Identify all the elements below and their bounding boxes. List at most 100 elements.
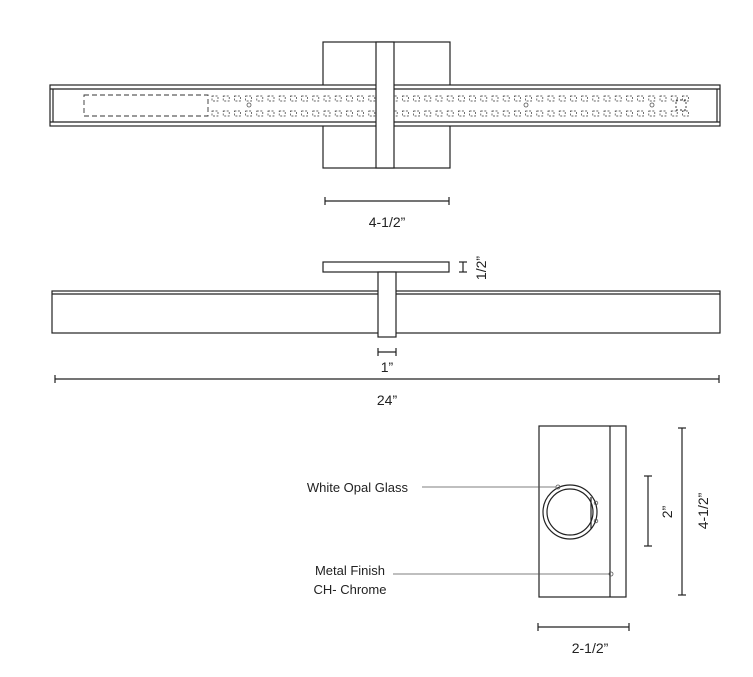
led-pad xyxy=(290,110,297,117)
led-pad xyxy=(558,95,566,102)
led-pad xyxy=(334,110,342,117)
led-pad xyxy=(502,110,510,117)
dim-label: 2-1/2” xyxy=(572,640,609,656)
led-pad xyxy=(558,110,566,117)
led-pad xyxy=(402,110,409,117)
led-array xyxy=(211,95,689,117)
dim-stem-width: 1” xyxy=(377,348,397,375)
dim-label: 1” xyxy=(381,359,394,375)
led-pad xyxy=(458,95,465,102)
led-pad xyxy=(346,110,353,117)
led-pad xyxy=(312,110,320,117)
mount-hole xyxy=(246,102,252,108)
led-pad xyxy=(301,95,308,102)
led-pad xyxy=(525,110,532,117)
led-pad xyxy=(648,95,656,102)
led-pad xyxy=(592,95,600,102)
led-pad xyxy=(547,110,555,117)
led-pad xyxy=(682,95,689,102)
led-pad xyxy=(256,95,264,102)
led-pad xyxy=(659,110,667,117)
side-view xyxy=(51,261,721,338)
stem-side xyxy=(377,271,397,338)
led-pad xyxy=(592,110,600,117)
led-pad xyxy=(323,95,331,102)
led-pad xyxy=(637,95,644,102)
led-pad xyxy=(245,110,252,117)
led-pad xyxy=(614,110,622,117)
led-pad xyxy=(334,95,342,102)
led-pad xyxy=(256,110,264,117)
led-pad xyxy=(446,110,454,117)
led-pad xyxy=(581,110,588,117)
callout-finish: Metal Finish CH- Chrome xyxy=(314,563,614,597)
led-pad xyxy=(435,95,443,102)
dim-end-height: 4-1/2” xyxy=(678,427,711,596)
led-pad xyxy=(514,110,521,117)
dim-label: 2” xyxy=(659,505,675,518)
end-body xyxy=(538,425,627,598)
dim-plate-depth: 1/2” xyxy=(459,256,489,280)
led-pad xyxy=(424,110,432,117)
led-pad xyxy=(245,95,252,102)
led-pad xyxy=(424,95,432,102)
led-pad xyxy=(312,95,320,102)
mount-hole xyxy=(649,102,655,108)
dim-plate-width: 4-1/2” xyxy=(324,197,450,230)
led-pad xyxy=(670,95,678,102)
top-view xyxy=(49,41,721,169)
lens-outer xyxy=(542,484,598,540)
led-pad xyxy=(637,110,644,117)
led-pad xyxy=(648,110,656,117)
wall-plate-side xyxy=(322,261,450,273)
dim-label: 1/2” xyxy=(473,256,489,280)
led-pad xyxy=(626,110,633,117)
led-pad xyxy=(525,95,532,102)
led-pad xyxy=(570,110,577,117)
led-pad xyxy=(480,110,488,117)
dim-label: 24” xyxy=(377,392,398,408)
led-pad xyxy=(682,110,689,117)
led-pad xyxy=(536,95,544,102)
led-pad xyxy=(278,110,286,117)
led-pad xyxy=(357,110,364,117)
led-pad xyxy=(368,110,376,117)
led-pad xyxy=(570,95,577,102)
led-pad xyxy=(357,95,364,102)
led-pad xyxy=(346,95,353,102)
led-pad xyxy=(446,95,454,102)
mount-hole xyxy=(523,102,529,108)
callout-glass: White Opal Glass xyxy=(307,480,561,495)
led-pad xyxy=(581,95,588,102)
led-pad xyxy=(323,110,331,117)
led-pad xyxy=(603,95,611,102)
dim-label: 4-1/2” xyxy=(695,492,711,529)
led-pad xyxy=(491,95,499,102)
led-pad xyxy=(222,110,230,117)
led-pad xyxy=(368,95,376,102)
led-pad xyxy=(480,95,488,102)
led-pad xyxy=(514,95,521,102)
led-pad xyxy=(491,110,499,117)
dim-label: 4-1/2” xyxy=(369,214,406,230)
led-pad xyxy=(234,110,241,117)
led-pad xyxy=(435,110,443,117)
callout-label: CH- Chrome xyxy=(314,582,387,597)
led-pad xyxy=(659,95,667,102)
led-pad xyxy=(211,110,219,117)
callout-label: Metal Finish xyxy=(315,563,385,578)
led-pad xyxy=(234,95,241,102)
led-pad xyxy=(267,110,275,117)
led-pad xyxy=(536,110,544,117)
led-pad xyxy=(469,95,476,102)
led-pad xyxy=(211,95,219,102)
led-pad xyxy=(670,110,678,117)
led-pad xyxy=(267,95,275,102)
led-pad xyxy=(402,95,409,102)
led-pad xyxy=(547,95,555,102)
led-pad xyxy=(413,95,420,102)
led-pad xyxy=(502,95,510,102)
led-pad xyxy=(301,110,308,117)
led-pad xyxy=(222,95,230,102)
dim-overall-length: 24” xyxy=(54,375,720,408)
